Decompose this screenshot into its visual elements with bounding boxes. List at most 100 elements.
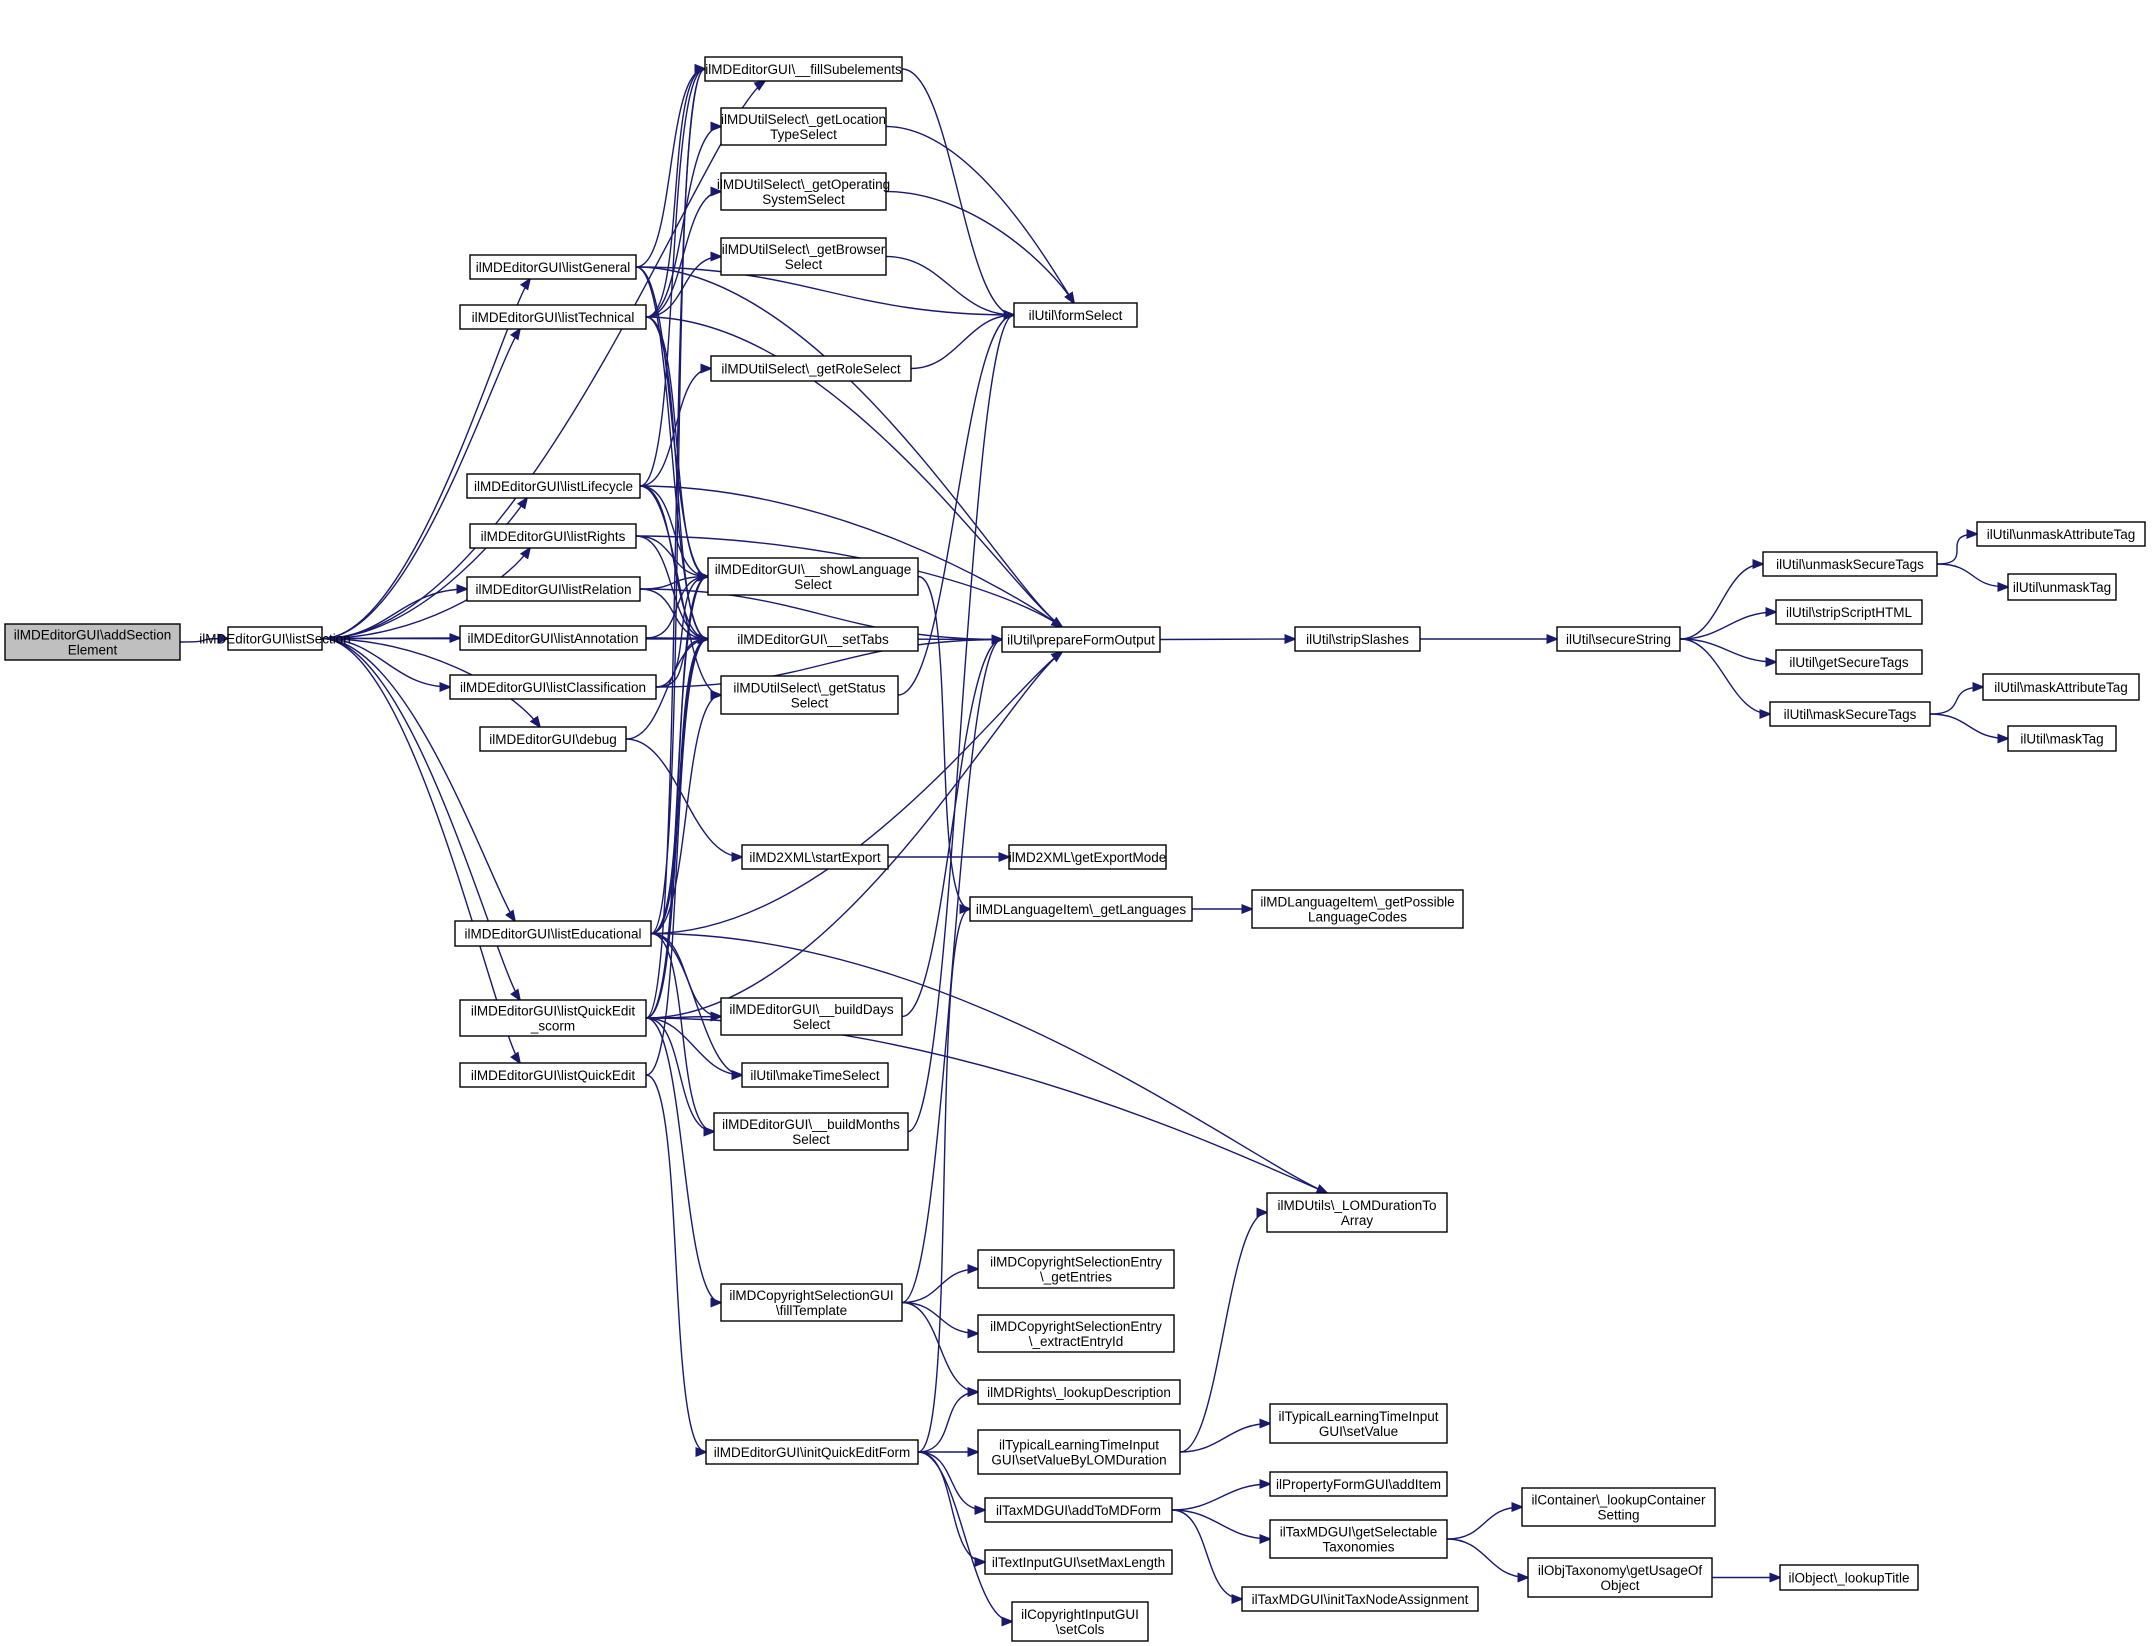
- node-set-cols[interactable]: ilCopyrightInputGUI\setCols: [1011, 1601, 1149, 1642]
- node-label: ilMDUtilSelect\_getLocation: [721, 112, 886, 127]
- edge-list-general-to-show-language-select: [635, 266, 708, 577]
- node-label: ilUtil\stripScriptHTML: [1786, 605, 1913, 620]
- node-label: ilUtil\maskTag: [2020, 732, 2103, 747]
- node-fill-subelements[interactable]: ilMDEditorGUI\__fillSubelements: [704, 56, 903, 82]
- node-label: ilTaxMDGUI\initTaxNodeAssignment: [1252, 1592, 1469, 1607]
- node-list-technical[interactable]: ilMDEditorGUI\listTechnical: [459, 304, 647, 330]
- node-get-export-mode[interactable]: ilMD2XML\getExportMode: [1008, 844, 1167, 870]
- node-get-entries[interactable]: ilMDCopyrightSelectionEntry\_getEntries: [977, 1249, 1175, 1289]
- node-list-general[interactable]: ilMDEditorGUI\listGeneral: [469, 254, 637, 280]
- node-label: Taxonomies: [1322, 1540, 1394, 1555]
- node-lookup-description[interactable]: ilMDRights\_lookupDescription: [977, 1379, 1181, 1405]
- node-label: ilMDUtilSelect\_getRoleSelect: [721, 362, 901, 377]
- node-init-tax-node-assignment[interactable]: ilTaxMDGUI\initTaxNodeAssignment: [1241, 1586, 1479, 1612]
- edge-list-technical-to-get-location-type-select: [645, 127, 721, 318]
- node-form-select[interactable]: ilUtil\formSelect: [1013, 302, 1138, 328]
- node-list-quick-edit[interactable]: ilMDEditorGUI\listQuickEdit: [459, 1062, 647, 1088]
- node-list-educational[interactable]: ilMDEditorGUI\listEducational: [454, 920, 652, 947]
- node-get-languages[interactable]: ilMDLanguageItem\_getLanguages: [969, 896, 1193, 922]
- node-unmask-attribute-tag[interactable]: ilUtil\unmaskAttributeTag: [1976, 521, 2146, 547]
- node-label: ilMDRights\_lookupDescription: [987, 1385, 1171, 1400]
- node-init-quick-edit-form[interactable]: ilMDEditorGUI\initQuickEditForm: [705, 1439, 919, 1465]
- node-label: Select: [785, 257, 823, 272]
- node-mask-attribute-tag[interactable]: ilUtil\maskAttributeTag: [1982, 673, 2140, 701]
- node-prepare-form-output[interactable]: ilUtil\prepareFormOutput: [1001, 626, 1161, 653]
- edge-list-lifecycle-to-fill-subelements: [639, 69, 705, 487]
- edge-list-quick-edit-scorm-to-set-tabs: [645, 639, 708, 1019]
- node-box: [459, 999, 647, 1037]
- edge-list-section-to-list-educational: [321, 637, 515, 922]
- edge-get-selectable-taxonomies-to-lookup-container-setting: [1446, 1507, 1522, 1540]
- node-box: [1976, 521, 2146, 547]
- node-set-max-length[interactable]: ilTextInputGUI\setMaxLength: [984, 1549, 1173, 1575]
- edge-list-educational-to-prepare-form-output: [650, 652, 1062, 935]
- node-list-rights[interactable]: ilMDEditorGUI\listRights: [469, 523, 637, 549]
- node-label: SystemSelect: [762, 192, 845, 207]
- node-unmask-tag[interactable]: ilUtil\unmaskTag: [2007, 573, 2117, 601]
- node-mask-tag[interactable]: ilUtil\maskTag: [2007, 725, 2117, 752]
- edge-get-selectable-taxonomies-to-get-usage-of-object: [1446, 1538, 1528, 1578]
- edge-list-quick-edit-to-init-quick-edit-form: [645, 1074, 706, 1452]
- edge-debug-to-start-export: [625, 738, 742, 857]
- node-fill-template[interactable]: ilMDCopyrightSelectionGUI\fillTemplate: [720, 1283, 903, 1322]
- node-get-possible-language-codes[interactable]: ilMDLanguageItem\_getPossibleLanguageCod…: [1251, 889, 1464, 929]
- node-list-classification[interactable]: ilMDEditorGUI\listClassification: [449, 674, 657, 700]
- node-lookup-title[interactable]: ilObject\_lookupTitle: [1779, 1564, 1919, 1591]
- node-make-time-select[interactable]: ilUtil\makeTimeSelect: [741, 1062, 889, 1088]
- node-list-annotation[interactable]: ilMDEditorGUI\listAnnotation: [459, 625, 647, 651]
- node-label: Select: [793, 1017, 831, 1032]
- edge-list-quick-edit-scorm-to-fill-subelements: [645, 69, 705, 1019]
- node-add-item[interactable]: ilPropertyFormGUI\addItem: [1269, 1471, 1448, 1497]
- node-unmask-secure-tags[interactable]: ilUtil\unmaskSecureTags: [1762, 551, 1938, 577]
- edge-init-quick-edit-form-to-get-languages: [917, 909, 970, 1453]
- node-strip-script-html[interactable]: ilUtil\stripScriptHTML: [1775, 599, 1923, 625]
- node-add-to-mdform[interactable]: ilTaxMDGUI\addToMDForm: [984, 1497, 1173, 1523]
- node-start-export[interactable]: ilMD2XML\startExport: [741, 844, 889, 870]
- node-label: ilPropertyFormGUI\addItem: [1276, 1477, 1441, 1492]
- node-secure-string[interactable]: ilUtil\secureString: [1556, 626, 1681, 652]
- node-get-role-select[interactable]: ilMDUtilSelect\_getRoleSelect: [710, 355, 912, 382]
- node-list-relation[interactable]: ilMDEditorGUI\listRelation: [466, 576, 641, 602]
- edge-secure-string-to-mask-secure-tags: [1679, 638, 1770, 714]
- node-box: [469, 523, 637, 549]
- node-label: ilMDCopyrightSelectionEntry: [990, 1255, 1162, 1270]
- node-label: ilCopyrightInputGUI: [1021, 1607, 1139, 1622]
- node-label: ilMDEditorGUI\listTechnical: [472, 310, 635, 325]
- edge-list-quick-edit-scorm-to-build-months-select: [645, 1017, 714, 1132]
- edge-init-quick-edit-form-to-set-max-length: [917, 1451, 985, 1562]
- node-box: [449, 674, 657, 700]
- node-box: [977, 1429, 1181, 1475]
- node-box: [977, 1249, 1175, 1289]
- node-box: [969, 896, 1193, 922]
- node-box: [454, 920, 652, 947]
- node-list-lifecycle[interactable]: ilMDEditorGUI\listLifecycle: [466, 473, 641, 499]
- edge-add-to-mdform-to-get-selectable-taxonomies: [1171, 1509, 1270, 1539]
- node-set-tabs[interactable]: ilMDEditorGUI\__setTabs: [707, 626, 919, 652]
- node-list-quick-edit-scorm[interactable]: ilMDEditorGUI\listQuickEdit_scorm: [459, 999, 647, 1037]
- node-set-value-by-lomduration[interactable]: ilTypicalLearningTimeInputGUI\setValueBy…: [977, 1429, 1181, 1475]
- node-debug[interactable]: ilMDEditorGUI\debug: [479, 726, 627, 752]
- node-label: ilUtil\stripSlashes: [1306, 632, 1409, 647]
- node-mask-secure-tags[interactable]: ilUtil\maskSecureTags: [1769, 701, 1931, 727]
- node-get-secure-tags[interactable]: ilUtil\getSecureTags: [1775, 649, 1923, 675]
- node-box: [720, 675, 899, 715]
- node-list-section[interactable]: ilMDEditorGUI\listSection: [199, 626, 351, 651]
- node-strip-slashes[interactable]: ilUtil\stripSlashes: [1294, 626, 1421, 652]
- node-extract-entry-id[interactable]: ilMDCopyrightSelectionEntry\_extractEntr…: [977, 1314, 1175, 1353]
- node-label: ilUtil\getSecureTags: [1789, 655, 1909, 670]
- node-label: ilMDEditorGUI\listGeneral: [476, 260, 631, 275]
